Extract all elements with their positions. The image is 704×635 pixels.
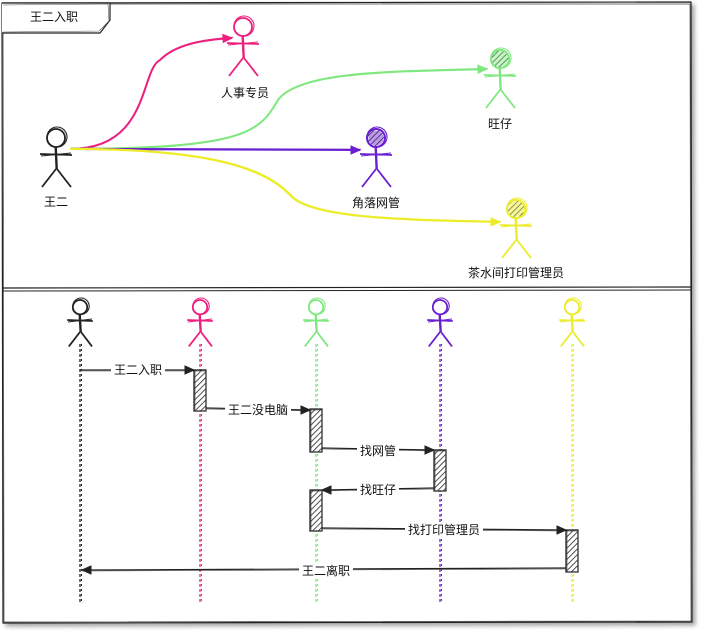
lifeline-wanger bbox=[79, 344, 82, 604]
activation-wangzai-3 bbox=[309, 489, 323, 532]
actor-label-netadmin: 角落网管 bbox=[352, 195, 400, 210]
link-wanger-to-printer bbox=[69, 147, 502, 227]
actor-hr bbox=[226, 15, 260, 77]
link-wanger-to-hr bbox=[69, 33, 234, 150]
message-1: 王二入职 bbox=[80, 363, 196, 377]
message-4: 找旺仔 bbox=[320, 483, 435, 497]
activation-printer-4 bbox=[565, 529, 579, 573]
actor-netadmin bbox=[359, 126, 393, 188]
message-label-2: 王二没电脑 bbox=[228, 402, 288, 417]
lifeline-actor-printer bbox=[559, 297, 585, 347]
frame-title: 王二入职 bbox=[30, 10, 78, 24]
lifeline-wangzai bbox=[315, 344, 318, 604]
message-label-4: 找旺仔 bbox=[360, 483, 396, 497]
activation-hr-0 bbox=[193, 369, 207, 412]
actor-wangzai bbox=[483, 47, 517, 109]
lifeline-actor-hr bbox=[187, 297, 213, 347]
lifeline-actor-netadmin bbox=[427, 297, 453, 347]
message-2: 王二没电脑 bbox=[205, 402, 312, 417]
link-wanger-to-wangzai bbox=[69, 64, 489, 150]
activation-netadmin-2 bbox=[433, 449, 447, 492]
actor-label-wangzai: 旺仔 bbox=[488, 117, 512, 131]
actor-label-hr: 人事专员 bbox=[221, 85, 269, 100]
lifeline-actor-wangzai bbox=[303, 297, 329, 347]
actor-label-wanger: 王二 bbox=[44, 195, 68, 209]
message-6: 王二离职 bbox=[80, 563, 567, 578]
actor-wanger bbox=[39, 126, 73, 188]
lifeline-actor-wanger bbox=[67, 297, 93, 347]
actor-printer bbox=[499, 197, 533, 259]
message-label-6: 王二离职 bbox=[302, 563, 350, 578]
message-label-1: 王二入职 bbox=[114, 363, 162, 377]
activation-wangzai-1 bbox=[309, 408, 323, 453]
message-label-3: 找网管 bbox=[360, 443, 396, 458]
message-3: 找网管 bbox=[321, 443, 436, 458]
frame-border bbox=[1, 1, 693, 624]
frame-title-tab: 王二入职 bbox=[2, 2, 111, 34]
sequence-activations bbox=[193, 369, 579, 573]
lifeline-hr bbox=[199, 344, 202, 604]
message-5: 找打印管理员 bbox=[321, 522, 568, 537]
pane-separator bbox=[2, 286, 692, 292]
message-label-5: 找打印管理员 bbox=[408, 522, 480, 537]
actor-label-printer: 茶水间打印管理员 bbox=[468, 265, 564, 280]
actor-links bbox=[69, 33, 502, 227]
